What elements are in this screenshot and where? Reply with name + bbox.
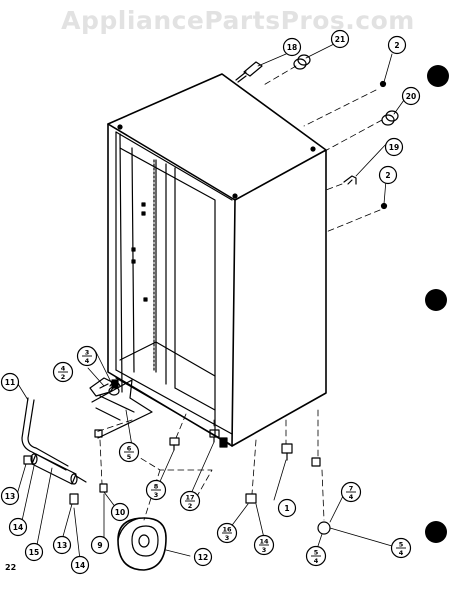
refrigerant-lines bbox=[91, 379, 153, 439]
fraction-denominator: 4 bbox=[349, 493, 354, 501]
fraction-denominator: 2 bbox=[61, 373, 66, 381]
callout-c19: 19 bbox=[384, 137, 404, 157]
callout-c18: 18 bbox=[282, 37, 302, 57]
callout-c2a: 2 bbox=[387, 35, 407, 55]
callout-number: 18 bbox=[287, 43, 297, 52]
callout-number: 20 bbox=[406, 92, 416, 101]
fraction-numerator: 3 bbox=[85, 349, 90, 357]
fraction-callout-f54b: 54 bbox=[305, 545, 327, 567]
callout-c10: 10 bbox=[110, 502, 130, 522]
fraction-callout-f65: 65 bbox=[118, 441, 140, 463]
part-20-bushing bbox=[381, 110, 399, 126]
callout-number: 2 bbox=[394, 41, 399, 50]
callout-number: 14 bbox=[75, 561, 85, 570]
callout-number: 12 bbox=[198, 553, 208, 562]
page-number: 22 bbox=[5, 563, 17, 572]
part-8-leveler bbox=[169, 437, 180, 451]
fraction-callout-f143: 143 bbox=[253, 534, 275, 556]
fraction-numerator: 14 bbox=[259, 538, 269, 546]
callout-c13b: 13 bbox=[52, 535, 72, 555]
part-5-caster bbox=[311, 457, 331, 535]
fraction-numerator: 6 bbox=[127, 445, 132, 453]
callout-c12: 12 bbox=[193, 547, 213, 567]
callout-number: 14 bbox=[13, 523, 23, 532]
fraction-denominator: 3 bbox=[262, 546, 267, 554]
part-17-leveler bbox=[209, 429, 220, 443]
part-21-bushing bbox=[293, 54, 311, 70]
fraction-callout-f74: 74 bbox=[340, 481, 362, 503]
callout-c21: 21 bbox=[330, 29, 350, 49]
fraction-numerator: 17 bbox=[185, 494, 194, 502]
fraction-callout-f83: 83 bbox=[145, 479, 167, 501]
callout-number: 11 bbox=[5, 378, 15, 387]
callout-number: 19 bbox=[389, 143, 399, 152]
callout-c14b: 14 bbox=[70, 555, 90, 575]
binder-hole-bottom bbox=[425, 521, 447, 543]
callout-number: 13 bbox=[5, 492, 15, 501]
callout-number: 2 bbox=[385, 171, 390, 180]
binder-hole-middle bbox=[425, 289, 447, 311]
callout-c20: 20 bbox=[401, 86, 421, 106]
fraction-denominator: 5 bbox=[127, 453, 132, 461]
callout-number: 21 bbox=[335, 35, 345, 44]
cabinet-shell bbox=[107, 73, 327, 448]
fraction-callout-f163: 163 bbox=[216, 522, 238, 544]
callout-number: 1 bbox=[284, 504, 289, 513]
part-18-fitting bbox=[235, 61, 263, 83]
fraction-denominator: 4 bbox=[85, 357, 90, 365]
part-3-valve bbox=[108, 381, 121, 396]
fraction-callout-f42: 42 bbox=[52, 361, 74, 383]
fraction-numerator: 16 bbox=[222, 526, 232, 534]
callout-c15: 15 bbox=[24, 542, 44, 562]
callout-c1: 1 bbox=[277, 498, 297, 518]
fraction-numerator: 5 bbox=[399, 541, 404, 549]
part-19-bracket bbox=[343, 175, 357, 185]
part-9-clip bbox=[94, 429, 108, 493]
fraction-numerator: 5 bbox=[314, 549, 319, 557]
part-15-drier bbox=[30, 453, 87, 485]
binder-hole-top bbox=[427, 65, 449, 87]
part-16-screw bbox=[245, 493, 257, 504]
fraction-denominator: 3 bbox=[154, 491, 159, 499]
callout-c2b: 2 bbox=[378, 165, 398, 185]
part-13-clamp bbox=[23, 455, 79, 505]
fraction-denominator: 3 bbox=[225, 534, 230, 542]
callout-number: 10 bbox=[115, 508, 125, 517]
callout-c14a: 14 bbox=[8, 517, 28, 537]
callout-number: 13 bbox=[57, 541, 67, 550]
part-11-tubing bbox=[21, 397, 69, 471]
part-1-foot bbox=[281, 443, 293, 461]
part-12-coil bbox=[117, 517, 167, 571]
fraction-numerator: 7 bbox=[349, 485, 354, 493]
fraction-denominator: 4 bbox=[314, 557, 319, 565]
callout-number: 9 bbox=[97, 541, 102, 550]
leader-lines bbox=[15, 43, 405, 561]
assembly-projection-lines bbox=[95, 65, 383, 521]
fraction-denominator: 2 bbox=[188, 502, 193, 510]
fraction-numerator: 4 bbox=[61, 365, 66, 373]
fraction-numerator: 8 bbox=[154, 483, 159, 491]
callout-number: 15 bbox=[29, 548, 39, 557]
fraction-callout-f172: 172 bbox=[179, 490, 201, 512]
callout-c11: 11 bbox=[0, 372, 20, 392]
fraction-callout-f34: 34 bbox=[76, 345, 98, 367]
fraction-denominator: 4 bbox=[399, 549, 404, 557]
watermark: AppliancePartsPros.com bbox=[61, 6, 415, 35]
part-2-screw-top bbox=[379, 80, 387, 88]
fraction-callout-f54a: 54 bbox=[390, 537, 412, 559]
callout-c9: 9 bbox=[90, 535, 110, 555]
callout-c13a: 13 bbox=[0, 486, 20, 506]
